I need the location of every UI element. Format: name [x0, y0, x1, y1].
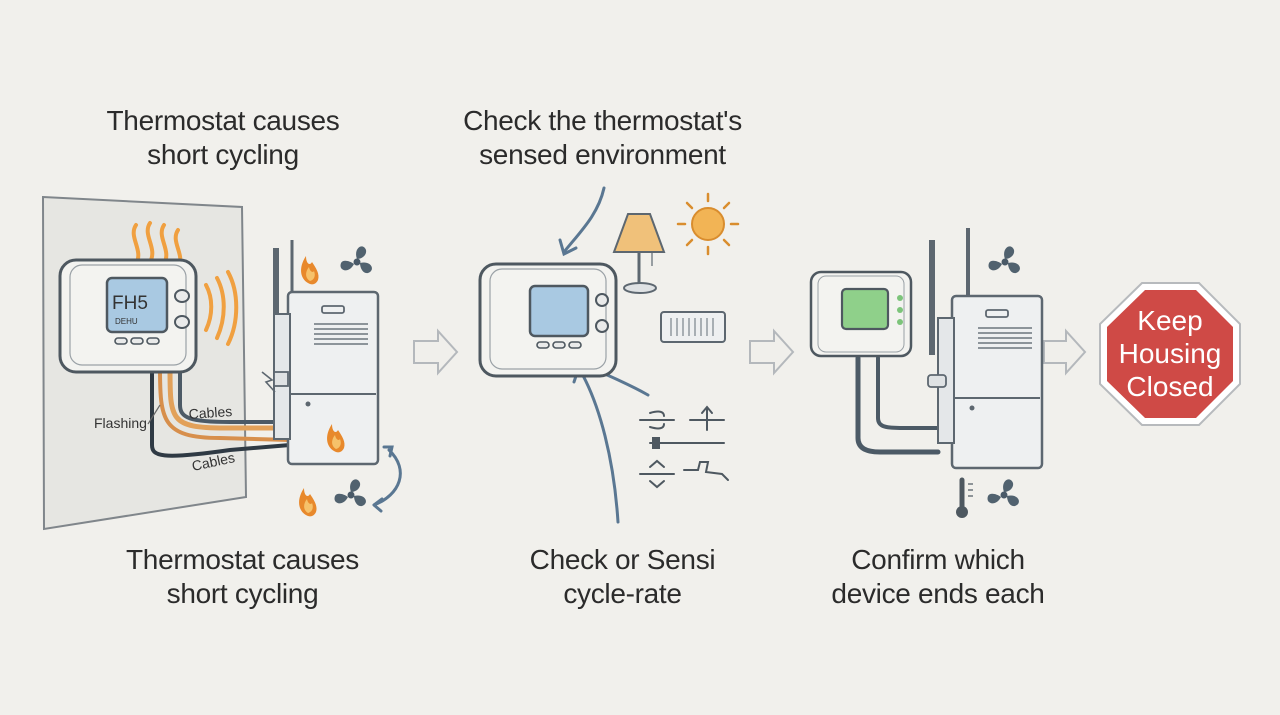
vent-icon	[660, 311, 726, 343]
thermostat-display-main: FH5	[112, 293, 148, 314]
fan-icon	[988, 246, 1020, 274]
flame-icon	[301, 256, 319, 285]
stop-sign-line-2: Housing	[1119, 338, 1222, 369]
fan-icon	[334, 479, 366, 507]
step-arrow-icon	[1043, 328, 1087, 376]
caption-line: cycle-rate	[563, 578, 682, 609]
step2-top-caption: Check the thermostat's sensed environmen…	[445, 104, 760, 172]
stop-sign-line-3: Closed	[1126, 371, 1213, 402]
stop-sign-line-1: Keep	[1137, 305, 1202, 336]
wires-panel1	[150, 365, 293, 458]
wires-panel3	[855, 355, 941, 455]
step-arrow-icon	[749, 328, 795, 376]
caption-line: short cycling	[147, 139, 299, 170]
thermostat-3	[809, 270, 913, 358]
fan-icon	[987, 479, 1019, 507]
caption-line: Check or Sensi	[529, 544, 716, 575]
caption-line: device ends each	[831, 578, 1045, 609]
setting-symbols-icon	[639, 405, 729, 489]
step2-bottom-caption: Check or Sensi cycle-rate	[500, 543, 745, 611]
furnace-1	[261, 240, 380, 466]
caption-line: Thermostat causes	[126, 544, 359, 575]
thermometer-icon	[956, 477, 973, 518]
lamp-icon	[612, 213, 666, 294]
furnace-2	[927, 228, 1044, 470]
caption-line: short cycling	[166, 578, 319, 609]
caption-line: Check the thermostat's	[463, 105, 742, 136]
step3-bottom-caption: Confirm which device ends each	[808, 543, 1068, 611]
caption-line: Thermostat causes	[106, 105, 340, 136]
caption-line: sensed environment	[479, 139, 726, 170]
cycle-arrow-icon	[372, 445, 402, 513]
flashing-label: Flashing	[94, 415, 147, 431]
sun-icon	[676, 192, 740, 256]
thermostat-2	[478, 262, 618, 378]
fan-icon	[340, 246, 372, 274]
cables-top-label: Cables	[188, 403, 233, 422]
step1-top-caption: Thermostat causes short cycling	[88, 104, 358, 172]
caption-line: Confirm which	[851, 544, 1025, 575]
thermostat-1: FH5 DEHU	[58, 258, 198, 374]
step1-bottom-caption: Thermostat causes short cycling	[100, 543, 385, 611]
step-arrow-icon	[413, 328, 459, 376]
stop-sign: Keep Housing Closed	[1099, 282, 1241, 426]
thermostat-display-sub: DEHU	[115, 317, 138, 326]
flame-icon	[299, 488, 317, 517]
